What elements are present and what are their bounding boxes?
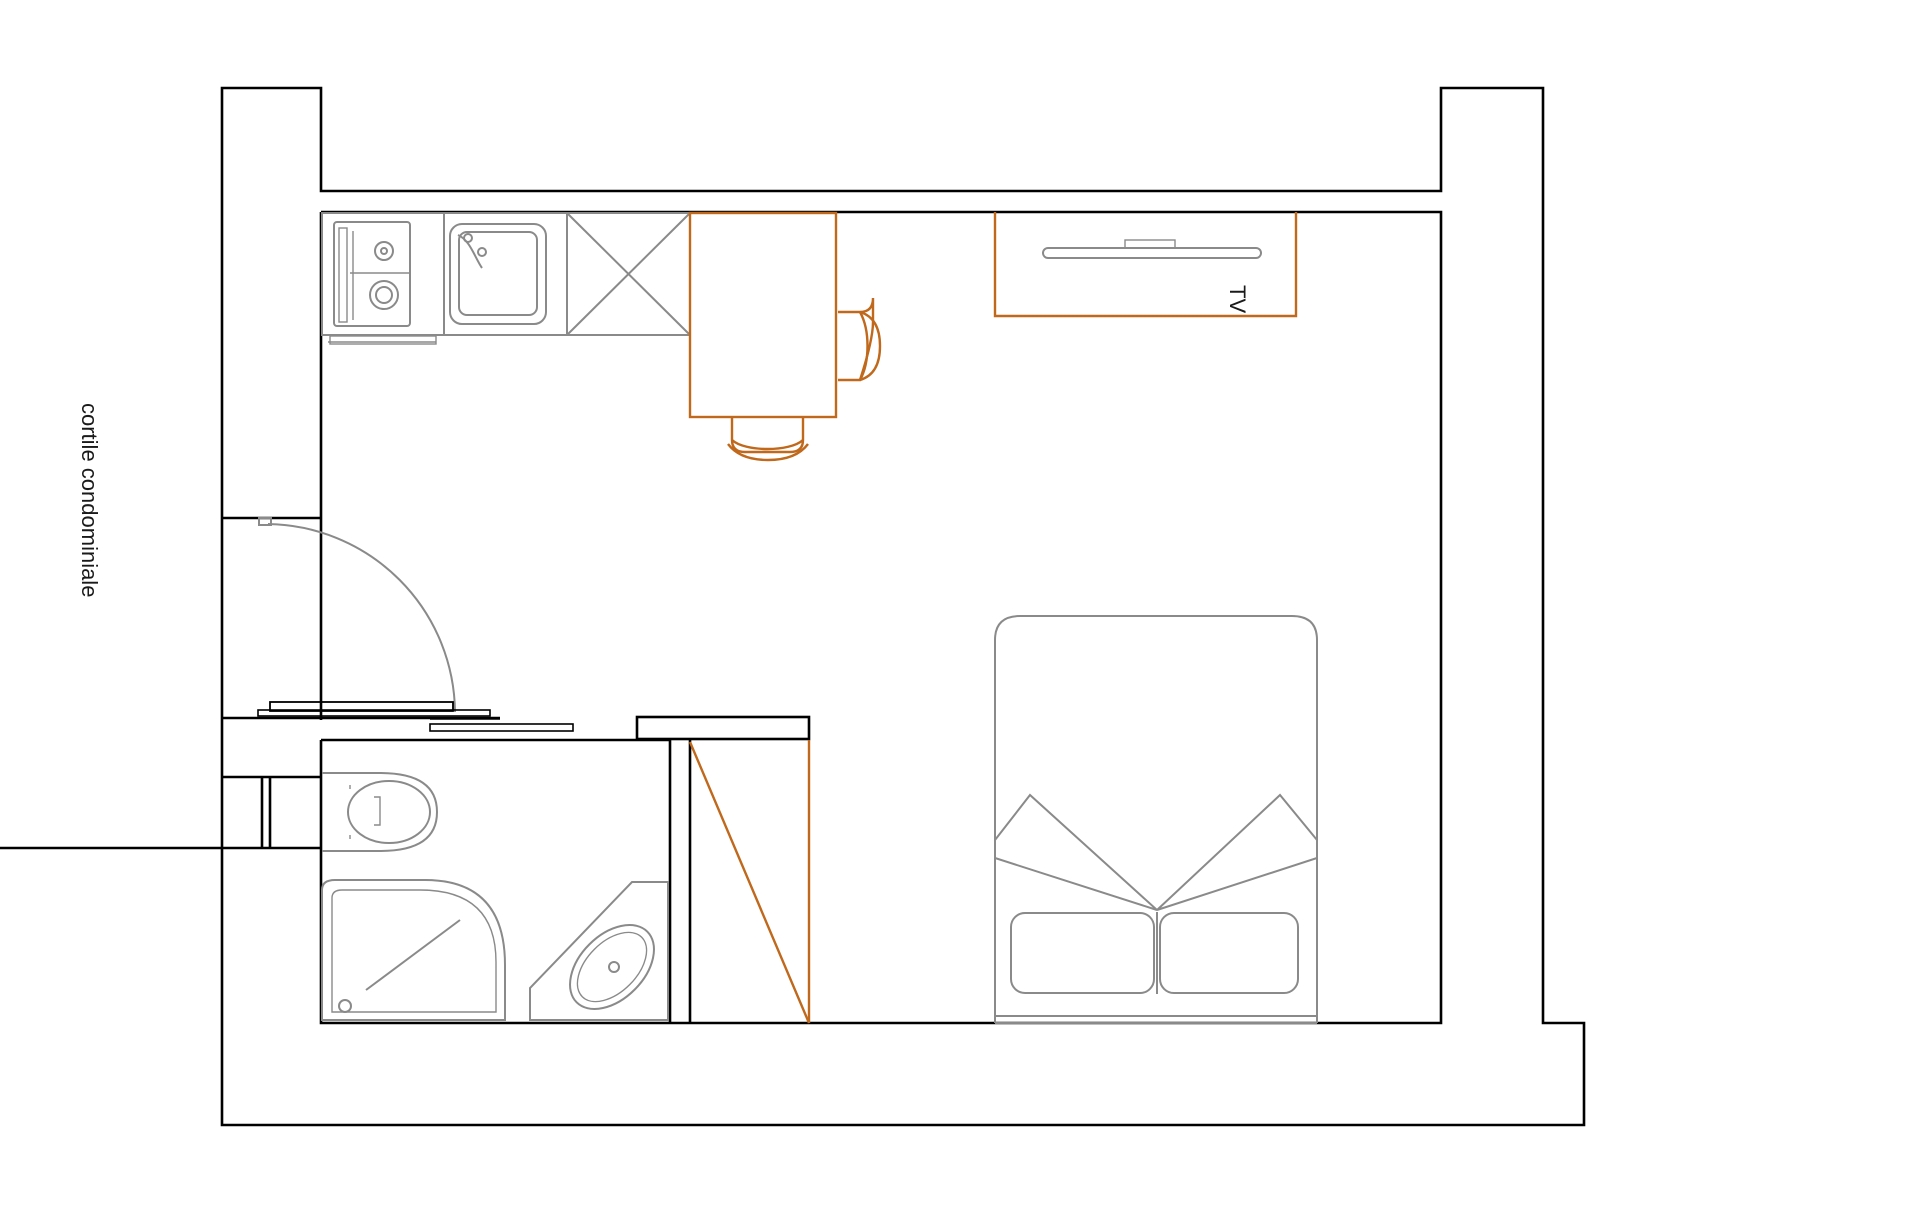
tv-label: TV [1225, 285, 1250, 313]
appliance-cross-icon [566, 212, 691, 336]
bed-frame [994, 615, 1318, 1023]
walls [0, 86, 1586, 1127]
kitchen-counter [321, 212, 691, 345]
stove-icon [328, 221, 437, 345]
double-bed [994, 615, 1318, 1024]
room-interior-outline [319, 210, 1443, 1025]
dining-table [688, 211, 838, 419]
tv-cabinet: TV [993, 212, 1298, 318]
tv-cabinet-outline [993, 212, 1298, 318]
chair-right-icon [838, 297, 882, 382]
door-hinge [258, 517, 272, 526]
toilet-icon [322, 772, 439, 852]
table-top [688, 211, 838, 419]
chair-bottom-icon [727, 418, 809, 462]
folded-blanket-icon [994, 793, 1318, 911]
bathroom-sliding-door [429, 718, 574, 732]
wardrobe-diagonal [688, 741, 811, 1024]
pillow-icon [1010, 912, 1299, 994]
left-outer-wall [220, 86, 1586, 1127]
entry-door [257, 517, 491, 717]
left-inner-wall [222, 212, 323, 720]
partition-cap [635, 715, 811, 741]
entrance-jamb [222, 775, 321, 848]
sink-icon [449, 223, 547, 325]
courtyard-label: cortile condominiale [77, 403, 102, 597]
washbasin-icon [529, 881, 669, 1021]
door-threshold [257, 709, 491, 717]
door-leaf [269, 701, 454, 712]
wardrobe [688, 740, 811, 1024]
tv-icon [1042, 239, 1262, 259]
shower-tray-icon [321, 879, 506, 1021]
door-swing-arc [267, 523, 456, 713]
sliding-door-track [429, 723, 574, 732]
